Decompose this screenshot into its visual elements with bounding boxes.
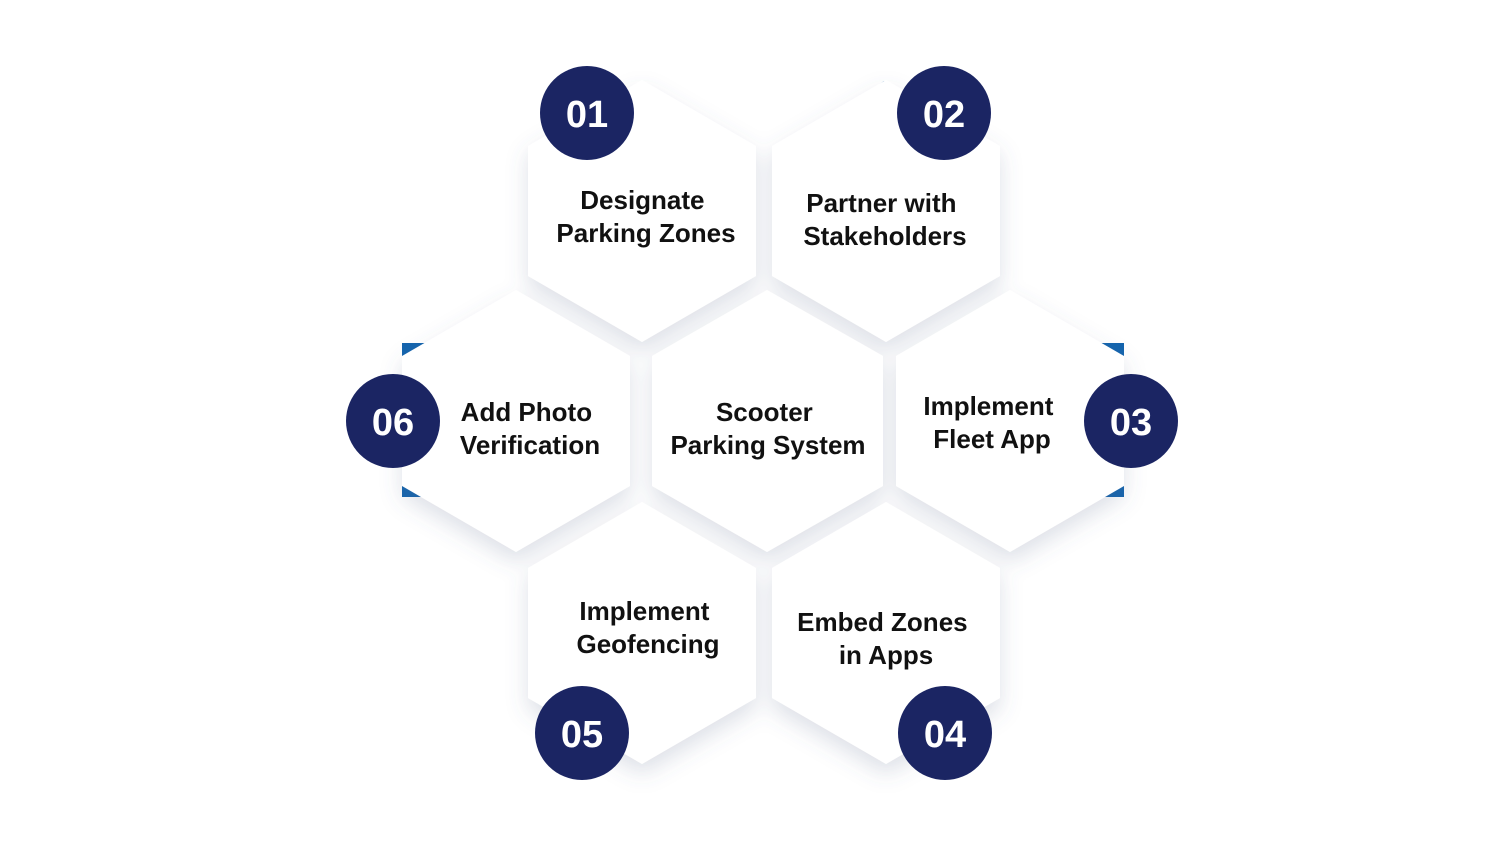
step-03-label: Implement Fleet App — [923, 391, 1060, 454]
center-label: Scooter Parking System — [670, 397, 865, 460]
step-02-label-line-2: Stakeholders — [803, 221, 966, 251]
hexagon-layer — [402, 80, 1124, 764]
step-02-badge: 02 — [897, 66, 991, 160]
step-01-label: Designate Parking Zones — [556, 185, 735, 248]
step-01-badge: 01 — [540, 66, 634, 160]
hexagon-06 — [402, 290, 630, 552]
step-03-label-line-1: Implement — [923, 391, 1053, 421]
step-02-label-line-1: Partner with — [806, 188, 956, 218]
step-05-badge: 05 — [535, 686, 629, 780]
badge-layer: 01 02 03 04 05 06 — [346, 66, 1178, 780]
step-02-label: Partner with Stakeholders — [803, 188, 966, 251]
step-03-badge: 03 — [1084, 374, 1178, 468]
step-06-badge: 06 — [346, 374, 440, 468]
step-01-label-line-2: Parking Zones — [556, 218, 735, 248]
step-05-label: Implement Geofencing — [576, 596, 719, 659]
label-layer: Scooter Parking System Designate Parking… — [460, 185, 1060, 670]
step-02-number: 02 — [923, 94, 965, 136]
step-06-label: Add Photo Verification — [460, 397, 600, 460]
hexagon-03 — [896, 290, 1124, 552]
step-04-label-line-2: in Apps — [839, 640, 933, 670]
step-03-number: 03 — [1110, 402, 1152, 444]
step-04-badge: 04 — [898, 686, 992, 780]
step-03-label-line-2: Fleet App — [933, 424, 1050, 454]
step-06-label-line-2: Verification — [460, 430, 600, 460]
center-label-line-2: Parking System — [670, 430, 865, 460]
step-05-number: 05 — [561, 714, 603, 756]
hexagon-center — [652, 290, 883, 552]
step-04-label: Embed Zones in Apps — [797, 607, 975, 670]
step-06-label-line-1: Add Photo — [461, 397, 592, 427]
step-06-number: 06 — [372, 402, 414, 444]
step-05-label-line-2: Geofencing — [576, 629, 719, 659]
step-01-number: 01 — [566, 94, 608, 136]
step-04-label-line-1: Embed Zones — [797, 607, 967, 637]
step-01-label-line-1: Designate — [580, 185, 704, 215]
step-05-label-line-1: Implement — [579, 596, 709, 626]
step-04-number: 04 — [924, 714, 966, 756]
center-label-line-1: Scooter — [716, 397, 813, 427]
